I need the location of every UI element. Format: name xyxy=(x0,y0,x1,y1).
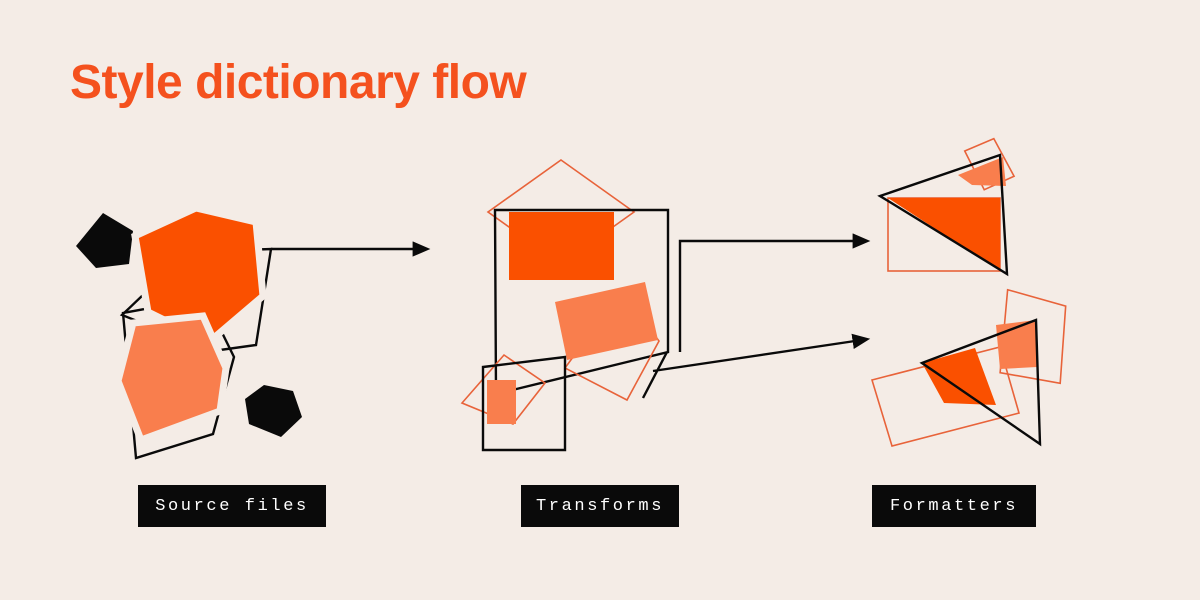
salmon-intersection-top-icon xyxy=(958,157,1006,186)
black-square-outline-large-icon xyxy=(493,208,670,396)
orange-intersection-bottom-icon xyxy=(922,348,996,405)
salmon-rectangle-rotated-icon xyxy=(555,282,658,360)
stage-source-files-artwork xyxy=(76,204,431,460)
salmon-rectangle-small-icon xyxy=(487,380,516,424)
stage-label-formatters[interactable]: Formatters xyxy=(872,485,1036,527)
arrow-transforms-to-formatters-top-icon xyxy=(678,233,871,352)
black-square-outline-small-icon xyxy=(481,355,567,452)
black-pentagon-small-bottom-icon xyxy=(245,385,302,437)
stage-label-source-files[interactable]: Source files xyxy=(138,485,326,527)
arrow-transforms-to-formatters-bottom-icon xyxy=(641,341,855,399)
stage-transforms-artwork xyxy=(460,159,871,452)
page-title: Style dictionary flow xyxy=(70,56,527,109)
orange-rectangle-filled-icon xyxy=(509,212,614,280)
black-triangle-outline-top-icon xyxy=(877,153,1009,277)
stage-label-transforms[interactable]: Transforms xyxy=(521,485,679,527)
salmon-pentagon-icon xyxy=(114,312,230,445)
black-pentagon-small-top-icon xyxy=(76,213,133,268)
black-triangle-outline-bottom-icon xyxy=(919,318,1042,447)
stage-formatters-artwork xyxy=(870,137,1067,447)
